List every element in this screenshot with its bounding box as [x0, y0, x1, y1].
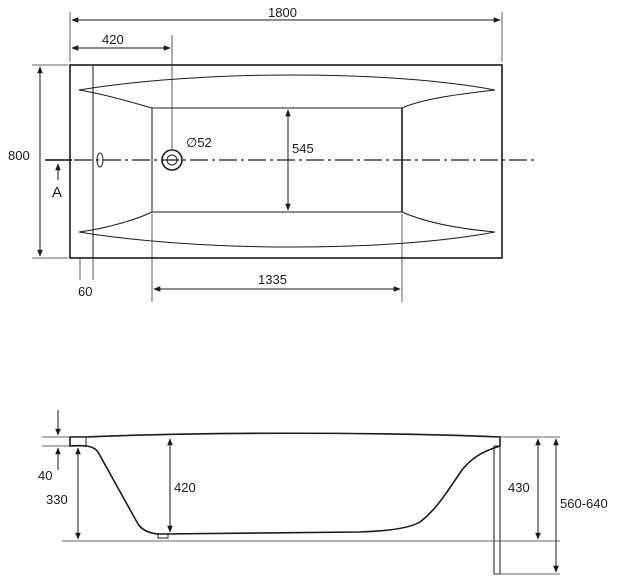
- drain-stub: [157, 534, 169, 539]
- dim-60-label: 60: [78, 284, 92, 299]
- top-view: ∅52 A 1800 420 800 545 1335 60: [8, 5, 535, 302]
- inner-bowl-bottom-edge: [78, 211, 496, 233]
- drain-diameter-label: ∅52: [186, 135, 212, 150]
- overflow-icon: [96, 152, 104, 168]
- dim-800-label: 800: [8, 148, 30, 163]
- inner-bowl-top-curve: [78, 74, 496, 91]
- dim-420-side-label: 420: [174, 480, 196, 495]
- dim-545-label: 545: [292, 141, 314, 156]
- dim-430-label: 430: [508, 480, 530, 495]
- dim-420-top-label: 420: [102, 32, 124, 47]
- dim-330-label: 330: [46, 492, 68, 507]
- front-panel: [493, 445, 501, 575]
- dim-1335-label: 1335: [258, 272, 287, 287]
- drain-inner-icon: [166, 154, 178, 166]
- dim-560-640-label: 560-640: [560, 496, 608, 511]
- inner-bowl-top-edge: [78, 89, 496, 109]
- dim-40-label: 40: [38, 468, 52, 483]
- section-marker-label: A: [52, 184, 62, 201]
- inner-bowl-bottom-curve: [78, 231, 496, 248]
- tub-body-outline: [69, 432, 501, 535]
- dim-1800-label: 1800: [268, 5, 297, 20]
- side-view: 40 330 420 430 560-640: [38, 410, 608, 575]
- tub-outline: [69, 64, 503, 259]
